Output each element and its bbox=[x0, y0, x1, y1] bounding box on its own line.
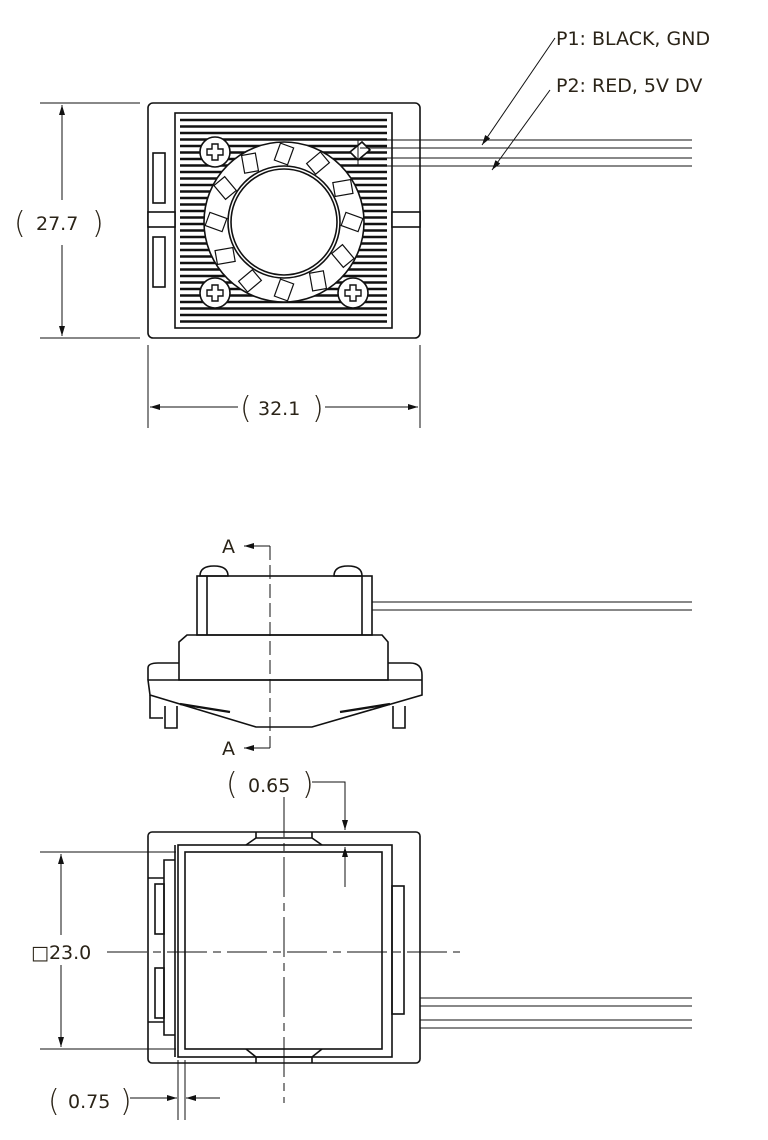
svg-text:(: ( bbox=[48, 1084, 60, 1119]
flange bbox=[147, 662, 423, 728]
dim-width: 32.1 bbox=[258, 398, 300, 420]
section-label-top: A bbox=[222, 536, 235, 558]
fan-blade bbox=[330, 243, 355, 269]
fan-blade bbox=[340, 211, 364, 233]
callout-leader bbox=[491, 89, 551, 171]
callout-leader bbox=[481, 37, 556, 146]
dim-square: □23.0 bbox=[31, 942, 91, 964]
callout-p1: P1: BLACK, GND bbox=[556, 28, 710, 50]
top-view: P1: BLACK, GND P2: RED, 5V DV ( 27.7 ) (… bbox=[14, 28, 710, 428]
side-slot bbox=[152, 236, 166, 288]
screws bbox=[199, 136, 369, 309]
fan-blade bbox=[332, 178, 354, 198]
bottom-view: ( 0.65 ) □23.0 ( 0.75 ) bbox=[31, 767, 692, 1120]
callout-p2: P2: RED, 5V DV bbox=[556, 75, 702, 97]
fan-body bbox=[196, 575, 373, 636]
fan-blade bbox=[214, 246, 236, 266]
side-bar bbox=[391, 211, 421, 228]
left-tab bbox=[148, 859, 175, 1036]
fan-blade bbox=[240, 152, 260, 174]
top-notch bbox=[245, 832, 323, 846]
svg-text:(: ( bbox=[226, 767, 238, 802]
dim-gap-side: 0.75 bbox=[68, 1091, 110, 1113]
svg-text:): ) bbox=[302, 767, 314, 802]
svg-text:): ) bbox=[92, 206, 104, 241]
dim-height: 27.7 bbox=[36, 213, 78, 235]
legs bbox=[149, 695, 406, 729]
fan-blade bbox=[308, 270, 328, 292]
side-slot bbox=[154, 967, 165, 1019]
fan-hub bbox=[227, 165, 341, 279]
screw-head bbox=[333, 565, 363, 577]
screw-cross-icon bbox=[206, 284, 224, 302]
fan-blade bbox=[273, 142, 295, 166]
side-bar bbox=[147, 211, 176, 228]
fan-blades bbox=[204, 142, 364, 302]
screw-head bbox=[199, 565, 229, 577]
svg-text:(: ( bbox=[14, 206, 26, 241]
dim-gap-top: 0.65 bbox=[248, 775, 290, 797]
side-view: A A bbox=[147, 536, 692, 760]
screw-cross-icon bbox=[206, 143, 224, 161]
screw-cross-icon bbox=[344, 284, 362, 302]
fan-blade bbox=[213, 175, 238, 201]
fan-hub-inner bbox=[230, 168, 338, 276]
outer-square bbox=[177, 844, 393, 1058]
fan-blade bbox=[237, 268, 263, 293]
heatsink-body bbox=[178, 634, 389, 681]
right-tab bbox=[391, 885, 405, 1015]
svg-text:): ) bbox=[120, 1084, 132, 1119]
section-label-bottom: A bbox=[222, 738, 235, 760]
side-slot bbox=[154, 883, 165, 935]
wires bbox=[348, 139, 692, 167]
fan-blade bbox=[273, 278, 295, 302]
svg-text:): ) bbox=[312, 391, 324, 426]
svg-text:(: ( bbox=[240, 391, 252, 426]
side-slot bbox=[152, 152, 166, 204]
fan-blade bbox=[305, 151, 331, 176]
fan-blade bbox=[204, 211, 228, 233]
